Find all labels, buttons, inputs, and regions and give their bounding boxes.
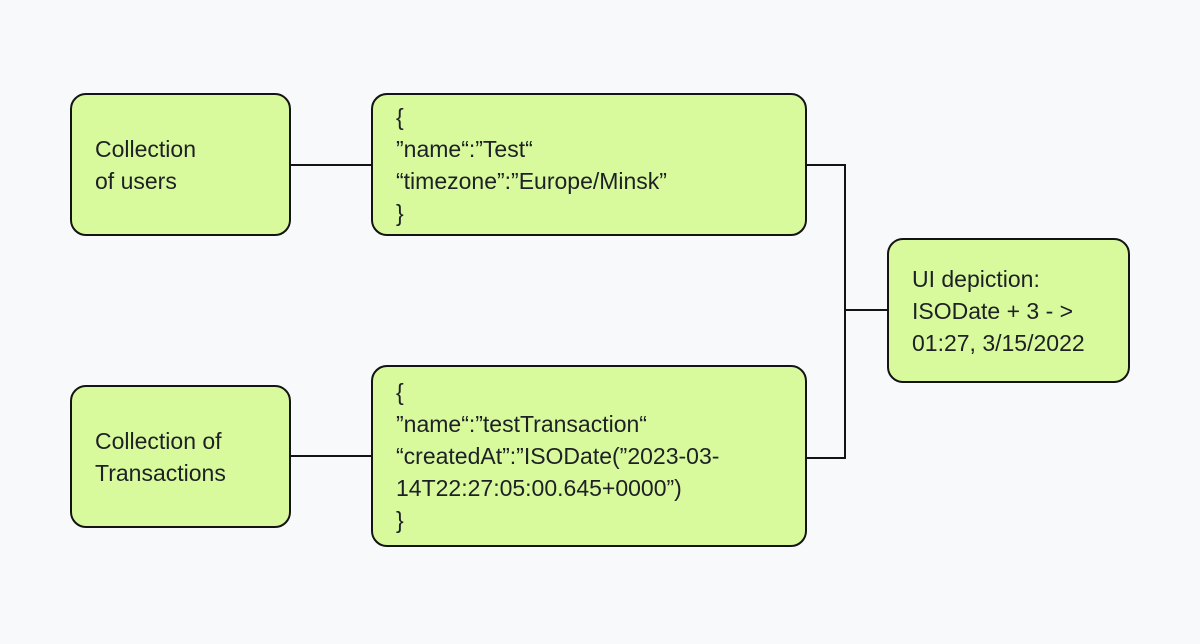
node-transaction-document[interactable]: { ”name“:”testTransaction“ “createdAt”:”…	[371, 365, 807, 547]
node-text-line: 01:27, 3/15/2022	[912, 329, 1085, 356]
connector-transactions-to-transaction-doc	[291, 455, 371, 457]
node-text-line: UI depiction:	[912, 265, 1040, 292]
node-text-line: {	[396, 379, 404, 405]
node-ui-depiction[interactable]: UI depiction: ISODate + 3 - > 01:27, 3/1…	[887, 238, 1130, 383]
connector-junction-vertical	[844, 164, 846, 459]
node-text-line: ”name“:”Test“	[396, 135, 533, 162]
node-text-line: Collection	[95, 135, 196, 162]
node-text-line: of users	[95, 167, 177, 194]
node-user-document[interactable]: { ”name“:”Test“ “timezone”:”Europe/Minsk…	[371, 93, 807, 236]
node-text-line: ”name“:”testTransaction“	[396, 411, 647, 437]
node-text-line: Collection of	[95, 427, 222, 454]
connector-user-doc-to-junction	[807, 164, 845, 166]
node-text-line: “createdAt”:”ISODate(”2023-03-	[396, 443, 720, 469]
connector-transaction-doc-to-junction	[807, 457, 845, 459]
node-text-line: 14T22:27:05:00.645+0000”)	[396, 475, 682, 501]
connector-users-to-user-doc	[291, 164, 371, 166]
node-text-line: ISODate + 3 - >	[912, 297, 1074, 324]
node-text-line: Transactions	[95, 459, 226, 486]
node-text-line: “timezone”:”Europe/Minsk”	[396, 167, 667, 194]
node-collection-of-transactions[interactable]: Collection of Transactions	[70, 385, 291, 528]
node-text-line: {	[396, 103, 404, 130]
connector-junction-to-ui-depiction	[846, 309, 887, 311]
node-text-line: }	[396, 199, 404, 226]
node-text-line: }	[396, 507, 404, 533]
node-collection-of-users[interactable]: Collection of users	[70, 93, 291, 236]
